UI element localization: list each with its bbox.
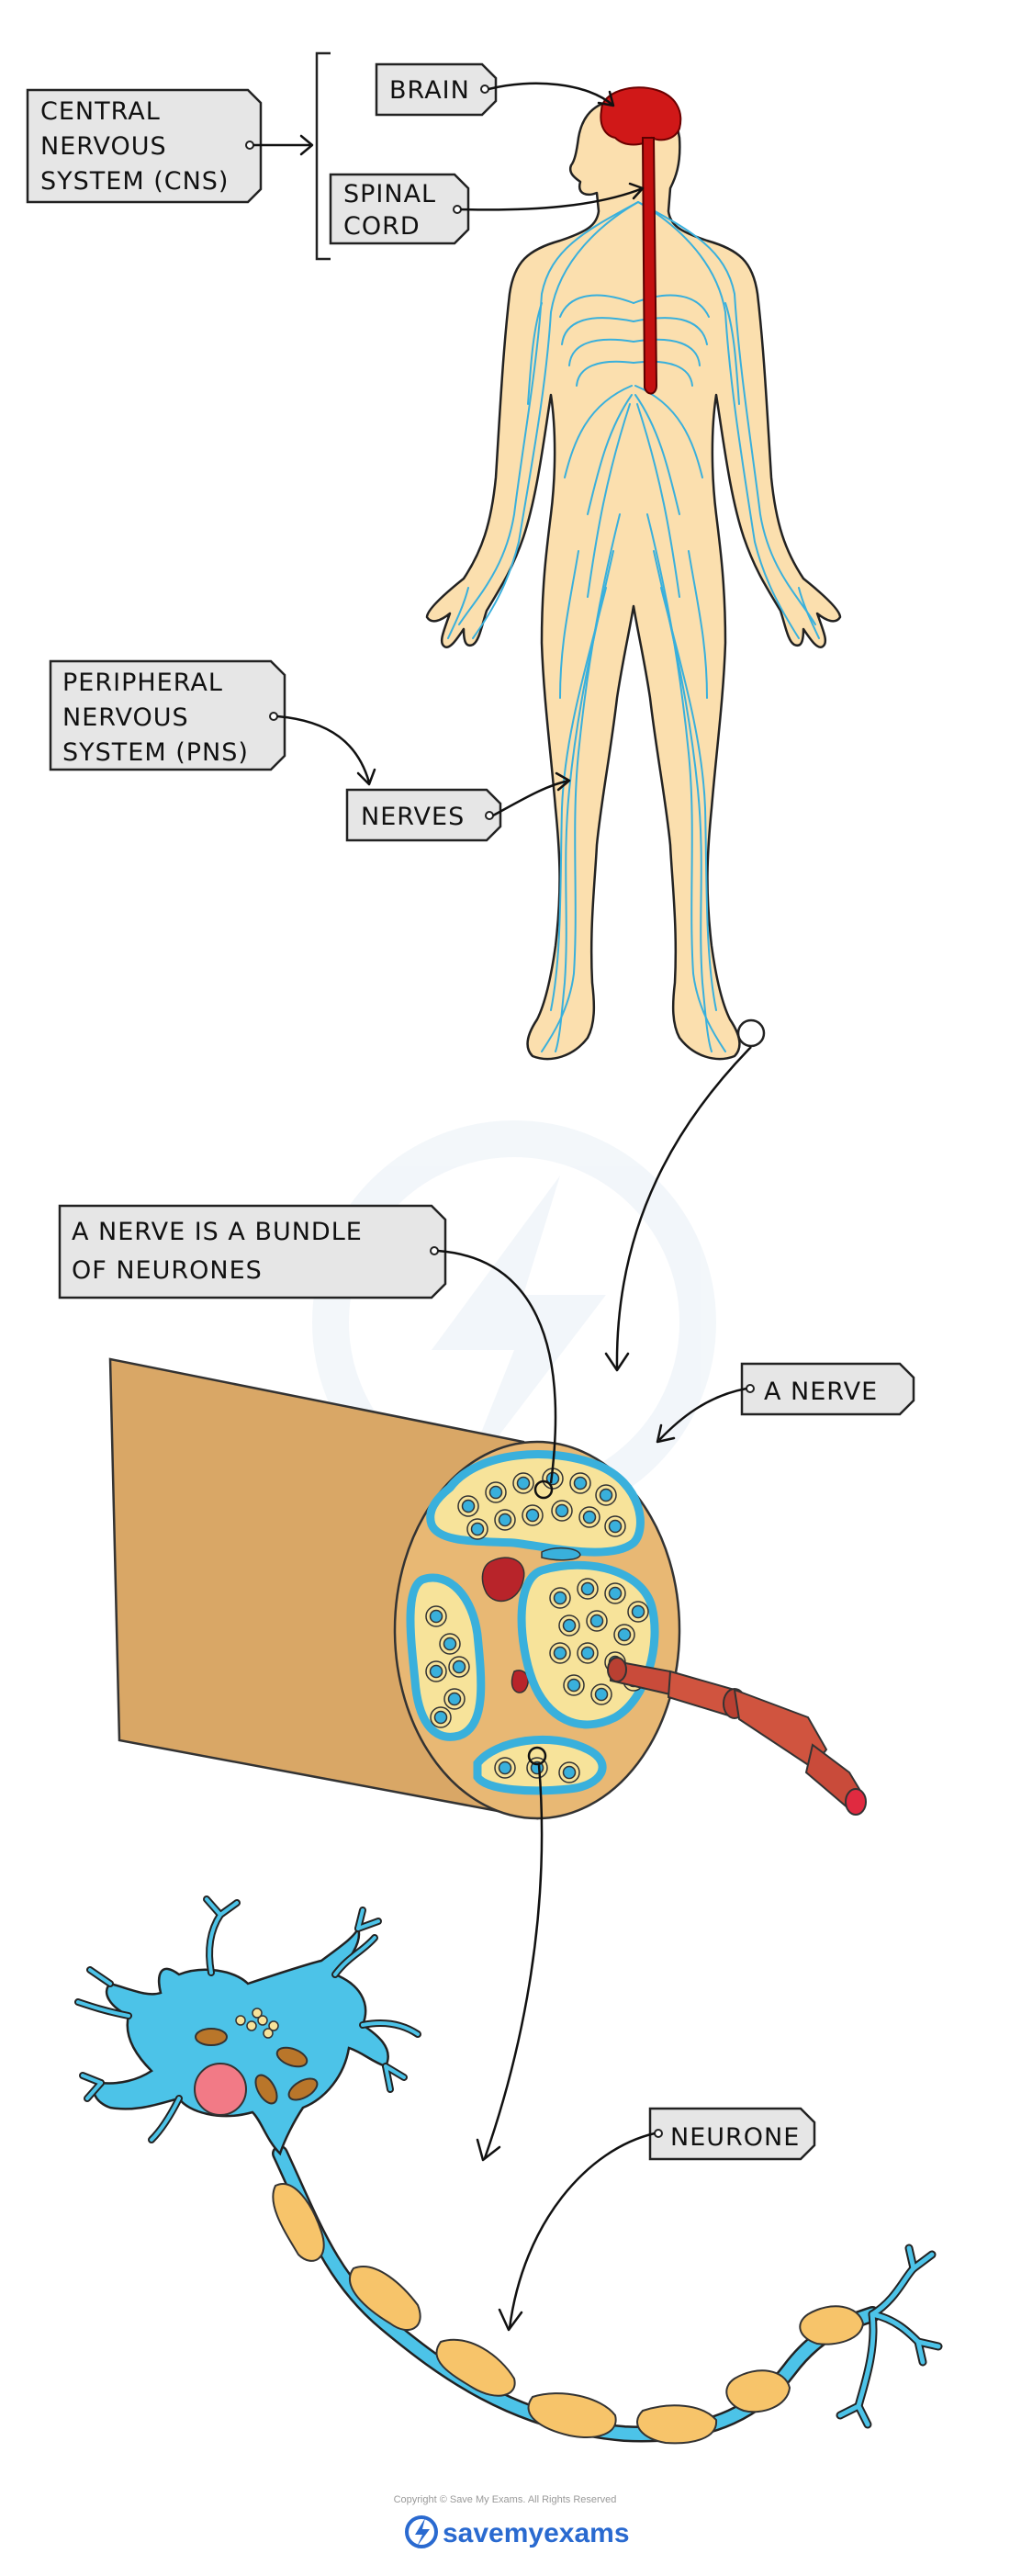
bundle-label-line1: A NERVE IS A BUNDLE: [72, 1218, 363, 1246]
axon-core: [573, 1476, 588, 1490]
bundle-marker-bottom: [527, 1746, 547, 1766]
pns-label-line2: NERVOUS: [62, 703, 189, 732]
blood-vessel-2: [511, 1670, 529, 1693]
neurone-label: NEURONE: [670, 2123, 800, 2152]
axon-core: [443, 1637, 457, 1651]
axon-core: [447, 1692, 462, 1706]
mitochondria: [195, 2028, 319, 2105]
axon-core: [553, 1591, 567, 1605]
brain-shape: [600, 86, 682, 146]
neurone-label-tag: NEURONE: [648, 2107, 816, 2161]
golgi-vesicles: [235, 2008, 279, 2039]
bundle-label-tag: A NERVE IS A BUNDLE OF NEURONES: [58, 1204, 447, 1299]
pns-label-line3: SYSTEM (PNS): [62, 738, 249, 767]
cell-body: [93, 1925, 389, 2156]
axon-core: [617, 1627, 632, 1642]
axon-core: [608, 1586, 623, 1601]
a-nerve-label-tag: A NERVE: [740, 1362, 915, 1416]
cns-bracket: [315, 51, 331, 261]
cns-label-line1: CENTRAL: [40, 97, 161, 126]
cns-label-line3: SYSTEM (CNS): [40, 167, 229, 196]
myelin-sheath: [272, 2183, 865, 2445]
axon-core: [433, 1710, 448, 1725]
axon-core: [580, 1646, 595, 1660]
pns-label-line1: PERIPHERAL: [62, 669, 223, 697]
axon-core: [553, 1646, 567, 1660]
axon-core: [488, 1485, 503, 1500]
axon-core: [599, 1488, 613, 1502]
human-body-figure: [425, 86, 842, 1061]
axon-core: [589, 1614, 604, 1628]
spinal-cord-label-tag: SPINAL CORD: [329, 173, 470, 245]
axon-core: [470, 1522, 485, 1536]
foot-nerve-marker: [736, 1018, 766, 1048]
axon-core: [582, 1510, 597, 1524]
neurone-diagram: [74, 1895, 943, 2445]
spinal-cord-label-line2: CORD: [343, 212, 421, 241]
body-outline: [425, 98, 842, 1061]
nerves-label: NERVES: [361, 803, 465, 831]
brain-label-tag: BRAIN: [375, 62, 498, 117]
axon-core: [429, 1664, 443, 1679]
axon-core: [608, 1519, 623, 1534]
axon-core: [452, 1659, 466, 1674]
pns-label-tag: PERIPHERAL NERVOUS SYSTEM (PNS): [49, 659, 286, 771]
copyright-text: Copyright © Save My Exams. All Rights Re…: [394, 2494, 617, 2505]
axon-core: [429, 1609, 443, 1624]
a-nerve-label: A NERVE: [764, 1378, 878, 1406]
axon-core: [498, 1513, 512, 1527]
blood-vessel-1: [481, 1557, 525, 1603]
spinal-cord-label-line1: SPINAL: [343, 180, 436, 208]
small-blue-vessel: [541, 1547, 581, 1561]
axon-core: [498, 1760, 512, 1775]
peripheral-nerves: [447, 201, 820, 1052]
axon-core: [631, 1604, 645, 1619]
protruding-neurone: [607, 1657, 867, 1816]
axon-core: [525, 1508, 540, 1523]
bundle-marker-top: [533, 1479, 554, 1500]
axon-core: [461, 1499, 476, 1513]
central-nervous-system-organs: [600, 86, 682, 395]
axon-core: [562, 1618, 577, 1633]
axon-core: [516, 1476, 531, 1490]
axon-core: [594, 1687, 609, 1702]
cns-label-line2: NERVOUS: [40, 132, 167, 161]
nucleus: [194, 2063, 247, 2116]
axon-core: [580, 1581, 595, 1596]
axon-core: [555, 1503, 569, 1518]
bundle-label-line2: OF NEURONES: [72, 1256, 263, 1285]
brand-name: savemyexams: [443, 2518, 630, 2548]
cns-label-tag: CENTRAL NERVOUS SYSTEM (CNS): [26, 88, 263, 204]
axon-core: [562, 1765, 577, 1780]
brain-label: BRAIN: [389, 76, 470, 105]
axon-core: [567, 1678, 581, 1693]
nerve-cross-section: [108, 1357, 867, 1820]
nerves-label-tag: NERVES: [345, 788, 502, 842]
save-my-exams-logo: [405, 2515, 438, 2548]
spinal-cord-shape: [641, 137, 658, 395]
